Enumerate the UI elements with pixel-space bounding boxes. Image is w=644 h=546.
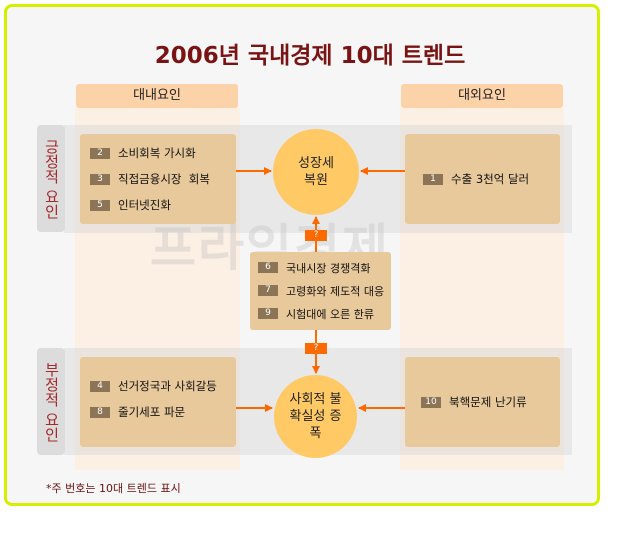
trend-label: 국내시장 경쟁격화 — [286, 261, 371, 275]
question-badge-up: ? — [305, 230, 327, 241]
trend-item: 8 줄기세포 파문 — [80, 399, 236, 425]
outcome-uncertainty: 사회적 불확실성 증폭 — [274, 375, 357, 458]
trend-label: 줄기세포 파문 — [118, 405, 186, 419]
trend-label: 소비회복 가시화 — [118, 146, 196, 160]
outcome-label: 성장세 복원 — [298, 156, 334, 188]
question-badge-down: ? — [305, 343, 327, 354]
trend-label: 직접금융시장 회복 — [118, 172, 210, 186]
outcome-label: 사회적 불확실성 증폭 — [289, 392, 342, 441]
trend-label: 고령화와 제도적 대응 — [286, 284, 385, 298]
side-label-negative: 부정적 요인 — [37, 348, 65, 455]
trend-number: 7 — [258, 285, 278, 296]
trend-item: 7 고령화와 제도적 대응 — [250, 279, 391, 302]
trend-number: 2 — [90, 147, 110, 159]
diagram-title: 2006년 국내경제 10대 트렌드 — [154, 43, 466, 69]
trend-item: 9 시험대에 오른 한류 — [250, 302, 391, 325]
trend-number: 9 — [258, 308, 278, 319]
trend-label: 수출 3천억 달러 — [451, 172, 530, 186]
footnote: *주 번호는 10대 트렌드 표시 — [46, 482, 181, 495]
trend-label: 북핵문제 난기류 — [449, 395, 527, 409]
middle-box: 6 국내시장 경쟁격화 7 고령화와 제도적 대응 9 시험대에 오른 한류 — [250, 252, 391, 330]
trend-item: 2 소비회복 가시화 — [80, 140, 236, 166]
trend-label: 인터넷진화 — [118, 198, 171, 212]
trend-number: 4 — [90, 380, 110, 392]
trend-item: 6 국내시장 경쟁격화 — [250, 256, 391, 279]
trend-label: 선거정국과 사회갈등 — [118, 379, 217, 393]
side-label-positive: 긍정적 요인 — [37, 125, 65, 232]
trend-number: 8 — [90, 406, 110, 418]
negative-internal-box: 4 선거정국과 사회갈등 8 줄기세포 파문 — [80, 357, 236, 447]
trend-item: 1 수출 3천억 달러 — [413, 166, 529, 192]
header-internal: 대내요인 — [76, 84, 238, 108]
trend-item: 5 인터넷진화 — [80, 192, 236, 218]
trend-number: 6 — [258, 262, 278, 273]
trend-number: 10 — [421, 396, 441, 408]
trend-label: 시험대에 오른 한류 — [286, 307, 374, 321]
trend-number: 1 — [423, 173, 443, 185]
trend-number: 5 — [90, 199, 110, 211]
header-external: 대외요인 — [401, 84, 563, 108]
positive-internal-box: 2 소비회복 가시화 3 직접금융시장 회복 5 인터넷진화 — [80, 134, 236, 224]
positive-external-box: 1 수출 3천억 달러 — [405, 134, 560, 224]
trend-item: 4 선거정국과 사회갈등 — [80, 373, 236, 399]
trend-number: 3 — [90, 173, 110, 185]
outcome-growth: 성장세 복원 — [273, 129, 359, 215]
trend-item: 3 직접금융시장 회복 — [80, 166, 236, 192]
trend-item: 10 북핵문제 난기류 — [411, 389, 527, 415]
negative-external-box: 10 북핵문제 난기류 — [405, 357, 560, 447]
